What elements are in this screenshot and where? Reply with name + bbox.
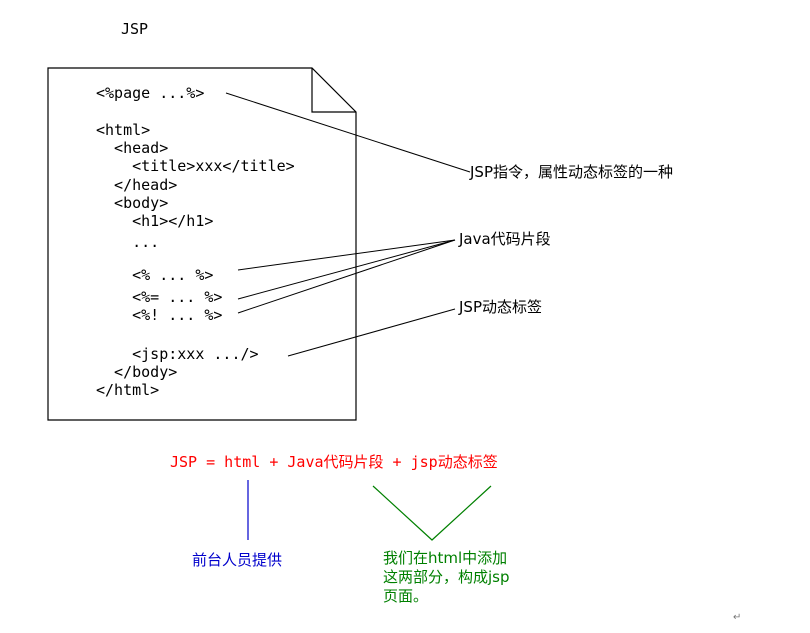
code-line: <jsp:xxx .../> — [96, 345, 259, 363]
java-code-annotation: Java代码片段 — [459, 230, 551, 248]
directive-annotation: JSP指令，属性动态标签的一种 — [470, 163, 673, 181]
java-connector-2 — [237, 239, 456, 300]
document-fold — [311, 68, 356, 113]
code-line: </head> — [96, 176, 178, 194]
backend-note-line: 这两部分，构成jsp — [383, 568, 510, 586]
frontend-note: 前台人员提供 — [192, 551, 283, 569]
code-line: <%! ... %> — [96, 306, 223, 324]
backend-note-line: 页面。 — [383, 587, 429, 605]
code-line: <title>xxx</title> — [96, 157, 295, 175]
code-line: <body> — [96, 194, 169, 212]
code-line: </body> — [96, 363, 178, 381]
code-line: <html> — [96, 121, 151, 139]
code-line: <%= ... %> — [96, 288, 223, 306]
jsp-tag-connector — [287, 308, 456, 357]
document-outline — [47, 67, 357, 421]
formula: JSP = html + Java代码片段 + jsp动态标签 — [170, 453, 498, 471]
code-line: <% ... %> — [96, 266, 214, 284]
directive-connector — [225, 92, 471, 173]
code-line: <head> — [96, 139, 169, 157]
code-line: <%page ...%> — [96, 84, 205, 102]
code-line: <h1></h1> — [96, 212, 214, 230]
code-line: </html> — [96, 381, 160, 399]
backend-connector — [372, 485, 492, 541]
paragraph-mark-icon: ↵ — [733, 612, 742, 623]
java-connector-3 — [237, 239, 456, 314]
backend-note-line: 我们在html中添加 — [383, 549, 508, 567]
code-line: ... — [96, 233, 160, 251]
diagram-title: JSP — [121, 20, 149, 38]
java-connector-1 — [237, 239, 456, 271]
jsp-tag-annotation: JSP动态标签 — [459, 298, 542, 316]
